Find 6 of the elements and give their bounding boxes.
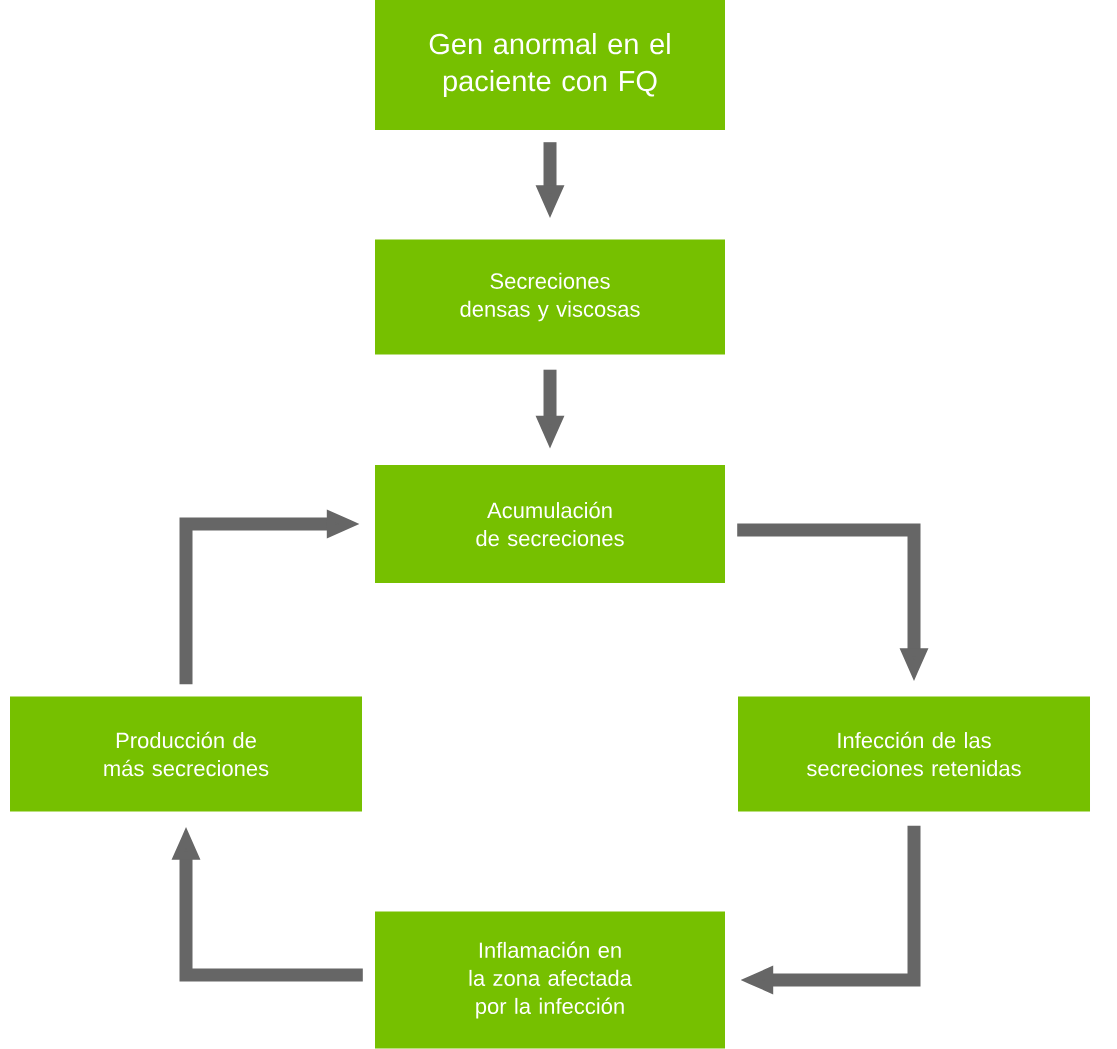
- process-box: Inflamación en la zona afectada por la infección: [375, 911, 725, 1049]
- process-box: Producción de más secreciones: [10, 696, 362, 812]
- process-box: Infección de las secreciones retenidas: [738, 696, 1090, 812]
- process-box: Acumulación de secreciones: [375, 465, 725, 583]
- process-box: Gen anormal en el paciente con FQ: [375, 0, 725, 130]
- process-box: Secreciones densas y viscosas: [375, 239, 725, 355]
